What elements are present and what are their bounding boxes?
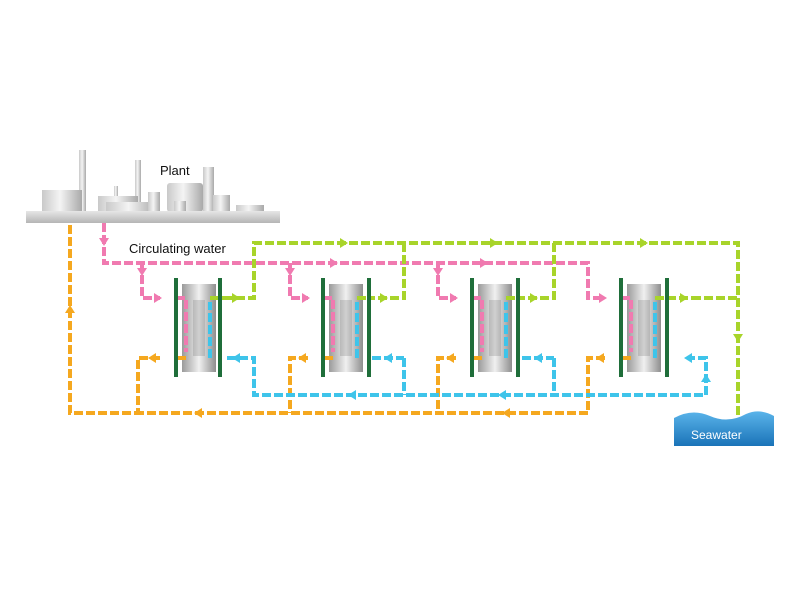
plant-illustration: Plant <box>26 150 280 223</box>
green-seawater-return-pipes <box>224 241 740 415</box>
arrow-icon <box>330 258 338 268</box>
plant-label: Plant <box>160 163 190 178</box>
arrow-icon <box>498 390 506 400</box>
arrow-icon <box>596 353 604 363</box>
blue-seawater-supply-pipes <box>224 356 708 397</box>
arrow-icon <box>65 305 75 313</box>
arrow-icon <box>148 353 156 363</box>
arrow-icon <box>380 293 388 303</box>
arrow-icon <box>298 353 306 363</box>
arrow-icon <box>502 408 510 418</box>
arrow-icon <box>232 293 240 303</box>
arrow-icon <box>684 353 692 363</box>
pink-circulating-pipes <box>102 223 605 300</box>
arrow-icon <box>433 268 443 276</box>
arrow-icon <box>640 238 648 248</box>
arrow-icon <box>733 334 743 342</box>
flow-arrows <box>65 238 743 418</box>
arrow-icon <box>194 408 202 418</box>
heat-exchanger-2 <box>321 278 372 377</box>
seawater-label: Seawater <box>691 428 742 442</box>
arrow-icon <box>680 293 688 303</box>
arrow-icon <box>384 353 392 363</box>
heat-exchanger-4 <box>619 278 692 377</box>
arrow-icon <box>480 258 488 268</box>
arrow-icon <box>99 238 109 246</box>
heat-exchanger-3 <box>470 278 522 377</box>
arrow-icon <box>137 268 147 276</box>
seawater-body: Seawater <box>674 411 774 446</box>
arrow-icon <box>530 293 538 303</box>
arrow-icon <box>534 353 542 363</box>
arrow-icon <box>599 293 607 303</box>
arrow-icon <box>302 293 310 303</box>
arrow-icon <box>232 353 240 363</box>
arrow-icon <box>450 293 458 303</box>
arrow-icon <box>490 238 498 248</box>
arrow-icon <box>446 353 454 363</box>
orange-return-pipes <box>68 223 605 415</box>
arrow-icon <box>154 293 162 303</box>
arrow-icon <box>701 374 711 382</box>
heat-exchanger-1 <box>174 278 224 377</box>
arrow-icon <box>285 268 295 276</box>
circulating-water-label: Circulating water <box>129 241 226 256</box>
arrow-icon <box>348 390 356 400</box>
arrow-icon <box>340 238 348 248</box>
